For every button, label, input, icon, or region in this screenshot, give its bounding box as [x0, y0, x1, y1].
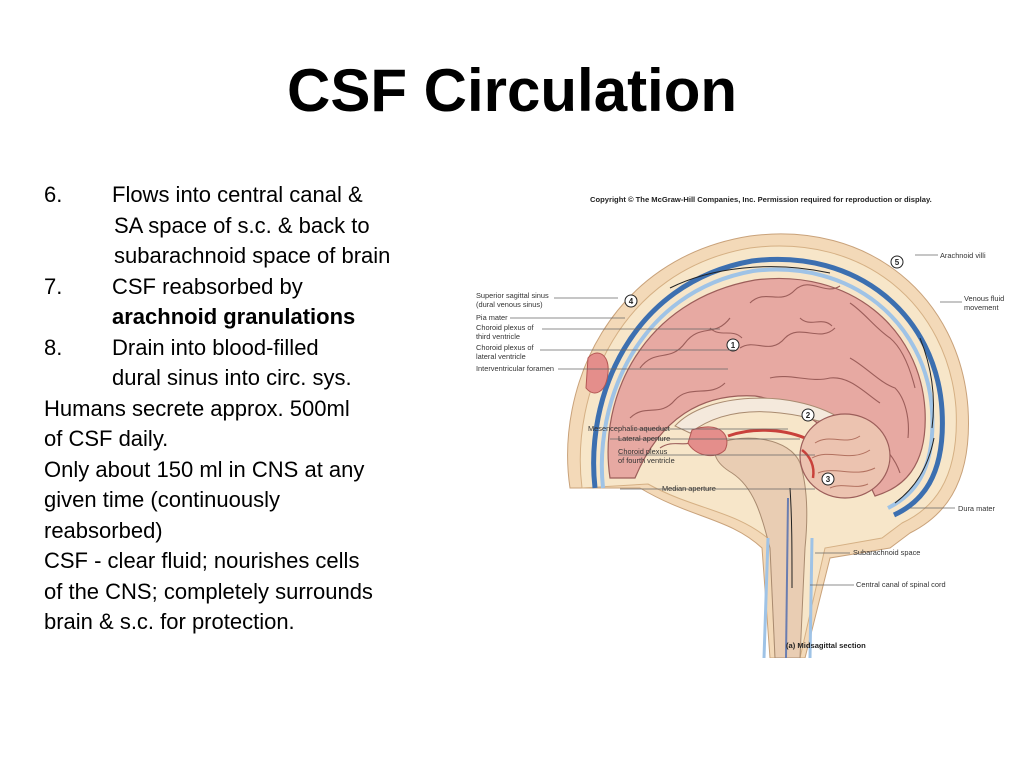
label-cplv-1: Choroid plexus of — [476, 343, 534, 352]
point-6-line-3: subarachnoid space of brain — [114, 243, 391, 268]
point-8-line-2: dural sinus into circ. sys. — [112, 365, 352, 390]
label-sa-space: Subarachnoid space — [853, 548, 920, 557]
label-iv-foramen: Interventricular foramen — [476, 364, 554, 373]
choroid-plexus-fourth — [801, 449, 815, 479]
point-6-line-2: SA space of s.c. & back to — [114, 212, 370, 238]
slide-body: 6. Flows into central canal & SA space of… — [44, 180, 464, 638]
step-3: 3 — [826, 475, 831, 484]
label-dura: Dura mater — [958, 504, 996, 513]
note-3-line-1: CSF - clear fluid; nourishes cells — [44, 548, 360, 573]
point-number: 8. — [44, 334, 63, 360]
brain-diagram: Copyright © The McGraw-Hill Companies, I… — [476, 195, 1004, 658]
label-sss-1: Superior sagittal sinus — [476, 291, 549, 300]
sa-space-spinal — [762, 537, 814, 658]
point-text: CSF reabsorbed by — [112, 273, 303, 299]
label-lateral-aperture: Lateral aperture — [618, 434, 670, 443]
cerebellum-folia — [811, 435, 876, 489]
leader-lines — [510, 254, 962, 586]
central-canal — [785, 497, 789, 658]
step-2: 2 — [806, 411, 811, 420]
point-number: 6. — [44, 182, 63, 207]
dura-sinus-band — [591, 257, 945, 518]
brain-midsagittal-figure: Copyright © The McGraw-Hill Companies, I… — [470, 188, 1024, 658]
point-7-line-1: 7. CSF reabsorbed by — [44, 272, 464, 303]
point-text: Drain into blood-filled — [112, 334, 319, 360]
label-cp4-2: of fourth ventricle — [618, 456, 675, 465]
step-5: 5 — [895, 258, 900, 267]
point-text: Flows into central canal & — [112, 182, 363, 207]
note-2-line-2: given time (continuously — [44, 487, 281, 512]
point-number: 7. — [44, 273, 63, 299]
label-cp3-2: third ventricle — [476, 332, 520, 341]
point-8-line-1: 8. Drain into blood-filled — [44, 333, 464, 364]
note-1-line-1: Humans secrete approx. 500ml — [44, 395, 350, 421]
label-venous-fluid: Venous fluid — [964, 294, 1004, 303]
step-markers: 1 2 3 4 5 — [624, 255, 904, 486]
label-cp4-1: Choroid plexus — [618, 447, 668, 456]
label-pia: Pia mater — [476, 313, 508, 322]
point-6-line-1: 6. Flows into central canal & — [44, 180, 464, 211]
point-7-line-2: arachnoid granulations — [112, 304, 356, 329]
step-4: 4 — [629, 297, 634, 306]
label-central-canal: Central canal of spinal cord — [856, 580, 946, 589]
label-venous-movement: movement — [964, 303, 999, 312]
label-arachnoid-villi: Arachnoid villi — [940, 251, 986, 260]
note-2-line-1: Only about 150 ml in CNS at any — [44, 456, 365, 482]
slide-title: CSF Circulation — [286, 57, 738, 124]
cistern-lower — [687, 426, 728, 457]
note-2-line-3: reabsorbed) — [44, 517, 163, 543]
note-3-line-3: brain & s.c. for protection. — [44, 609, 295, 634]
note-1-line-2: of CSF daily. — [44, 426, 169, 451]
copyright-notice: Copyright © The McGraw-Hill Companies, I… — [590, 195, 932, 204]
figure-caption: (a) Midsagittal section — [786, 641, 866, 650]
label-aqueduct: Mesencephalic aqueduct — [588, 424, 670, 433]
label-median-aperture: Median aperture — [662, 484, 716, 493]
flow-arrows — [669, 266, 935, 589]
cistern-front — [585, 352, 609, 394]
label-cplv-2: lateral ventricle — [476, 352, 526, 361]
gyri — [629, 284, 916, 474]
note-3-line-2: of the CNS; completely surrounds — [44, 578, 373, 604]
label-sss-2: (dural venous sinus) — [476, 300, 543, 309]
brainstem — [714, 437, 808, 658]
choroid-plexus-third — [727, 428, 806, 440]
label-cp3-1: Choroid plexus of — [476, 323, 534, 332]
step-1: 1 — [731, 341, 736, 350]
